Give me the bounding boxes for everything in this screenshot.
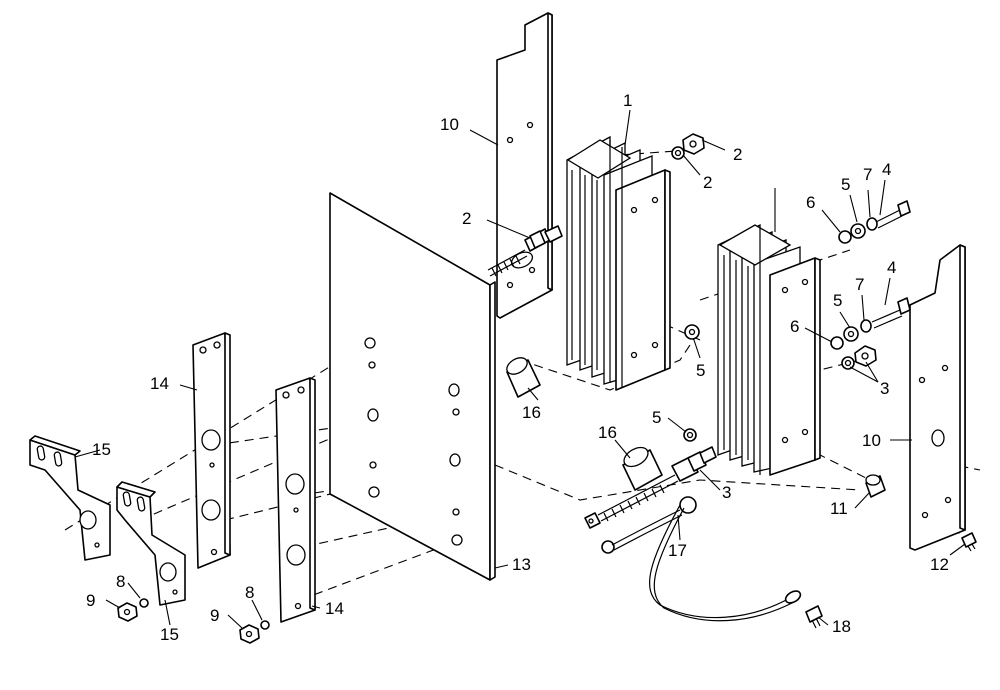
callout-11: 11: [830, 499, 848, 518]
screw-12: [961, 532, 977, 552]
callout-12: 12: [930, 555, 949, 574]
callout-2: 2: [733, 145, 742, 164]
angle-bracket-right: [116, 481, 186, 606]
callout-3: 3: [722, 483, 731, 502]
bus-plate-left: [192, 332, 231, 569]
callout-9: 9: [210, 606, 219, 625]
callout-6: 6: [806, 193, 815, 212]
heat-sink-upper: [566, 135, 671, 391]
hardware-left-nut-pair-a: [117, 598, 149, 622]
bus-bar-upper: [496, 12, 553, 319]
callout-3: 3: [880, 379, 889, 398]
callout-17: 17: [668, 541, 687, 560]
wire-lead: [601, 496, 802, 622]
callout-16: 16: [522, 403, 541, 422]
callout-10: 10: [862, 431, 881, 450]
callout-labels: 1 2 2 2 3 3 4 4 5 5 5 5 6 6 7 7 8 8 9 9 …: [86, 91, 949, 644]
callout-7: 7: [855, 275, 864, 294]
callout-14: 14: [150, 374, 169, 393]
callout-5: 5: [696, 361, 705, 380]
callout-13: 13: [512, 555, 531, 574]
callout-4: 4: [882, 160, 891, 179]
stud-diode-upper: [487, 225, 563, 277]
angle-bracket-left: [29, 435, 111, 561]
hardware-upper-nuts: [671, 133, 705, 160]
callout-9: 9: [86, 591, 95, 610]
callout-18: 18: [832, 617, 851, 636]
callout-5: 5: [841, 175, 850, 194]
callout-15: 15: [160, 625, 179, 644]
screw-18: [805, 605, 823, 629]
callout-5: 5: [833, 291, 842, 310]
stud-diode-lower: [584, 446, 717, 529]
callout-15: 15: [92, 440, 111, 459]
callout-16: 16: [598, 423, 617, 442]
callout-5: 5: [652, 408, 661, 427]
insulating-plate: [329, 192, 496, 581]
callout-8: 8: [245, 583, 254, 602]
callout-6: 6: [790, 317, 799, 336]
callout-2: 2: [462, 209, 471, 228]
heat-sink-lower: [717, 223, 821, 476]
bus-plate-right: [275, 377, 316, 623]
leader-lines: [74, 109, 966, 629]
hardware-washer-lower: [683, 428, 697, 442]
spacer-upper: [506, 357, 541, 398]
spacer-lower: [622, 446, 663, 491]
callout-2: 2: [703, 173, 712, 192]
callout-4: 4: [887, 258, 896, 277]
callout-8: 8: [116, 572, 125, 591]
callout-10: 10: [440, 115, 459, 134]
hardware-right-lower-stack: [830, 297, 911, 370]
hardware-washer-upper: [684, 324, 700, 340]
callout-14: 14: [325, 599, 344, 618]
hardware-right-upper-stack: [838, 200, 911, 244]
bus-bar-lower: [909, 244, 966, 551]
callout-7: 7: [863, 165, 872, 184]
callout-1: 1: [623, 91, 632, 110]
hardware-left-nut-pair-b: [239, 620, 270, 644]
